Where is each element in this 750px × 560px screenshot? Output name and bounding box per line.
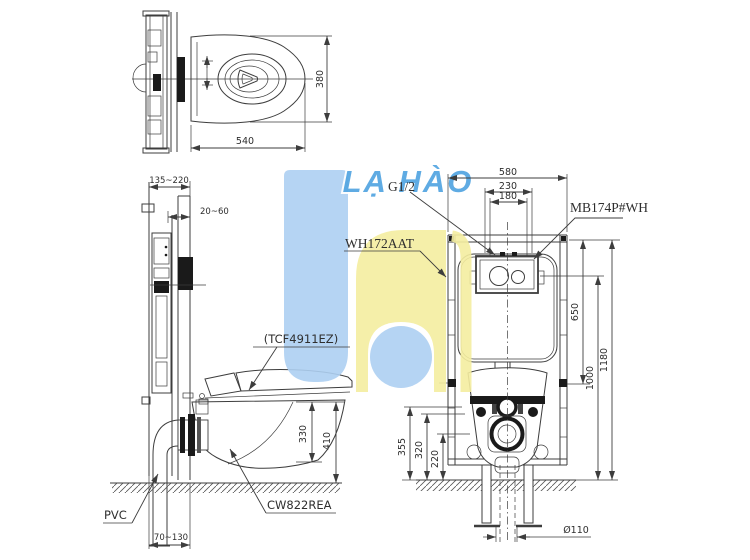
dim-580: 580 xyxy=(499,167,517,178)
dim-135-220: 135~220 xyxy=(149,176,189,186)
dim-355: 355 xyxy=(397,438,408,456)
dim-320: 320 xyxy=(414,441,425,459)
top-view-dimensions: 540 380 xyxy=(190,35,332,152)
front-view xyxy=(416,222,576,543)
dim-220: 220 xyxy=(430,450,441,468)
dim-1000: 1000 xyxy=(585,366,596,390)
dim-180: 180 xyxy=(499,191,517,202)
dim-330: 330 xyxy=(298,425,309,443)
flush-button-small xyxy=(511,270,525,284)
side-view-dimensions: 135~220 20~60 330 410 70~130 PVC CW822RE… xyxy=(103,176,350,549)
cistern-side xyxy=(151,232,172,394)
top-view xyxy=(132,10,313,154)
label-g12: G1/2 xyxy=(388,179,415,194)
label-wh172aat: WH172AAT xyxy=(345,236,415,251)
label-cw822rea: CW822REA xyxy=(267,498,332,512)
dim-230: 230 xyxy=(499,181,517,192)
dim-1180: 1180 xyxy=(599,348,610,372)
watermark xyxy=(284,170,472,392)
watermark-logo-bar xyxy=(284,170,348,382)
dim-drain-110: Ø110 xyxy=(563,525,589,536)
dim-650: 650 xyxy=(570,303,581,321)
watermark-logo-dot xyxy=(370,326,432,388)
flush-plate-side xyxy=(178,257,193,290)
dim-540: 540 xyxy=(236,136,254,147)
dim-410: 410 xyxy=(322,432,333,450)
front-view-dimensions: 580 230 180 G1/2 MB174P#WH WH172AAT 650 … xyxy=(344,167,648,542)
dim-70-130: 70~130 xyxy=(154,533,188,543)
flush-button-large xyxy=(489,266,509,286)
nozzle-outline xyxy=(237,69,258,89)
watermark-text: LẠ HÀO xyxy=(343,164,474,199)
flush-plate-front xyxy=(469,252,545,294)
label-tcf4911ez: (TCF4911EZ) xyxy=(264,332,338,346)
flush-plate-plan xyxy=(177,57,185,102)
dim-20-60: 20~60 xyxy=(200,207,229,217)
label-pvc: PVC xyxy=(104,508,127,522)
label-mb174p: MB174P#WH xyxy=(570,200,648,215)
dim-380: 380 xyxy=(315,70,326,88)
bowl-front xyxy=(466,367,549,474)
